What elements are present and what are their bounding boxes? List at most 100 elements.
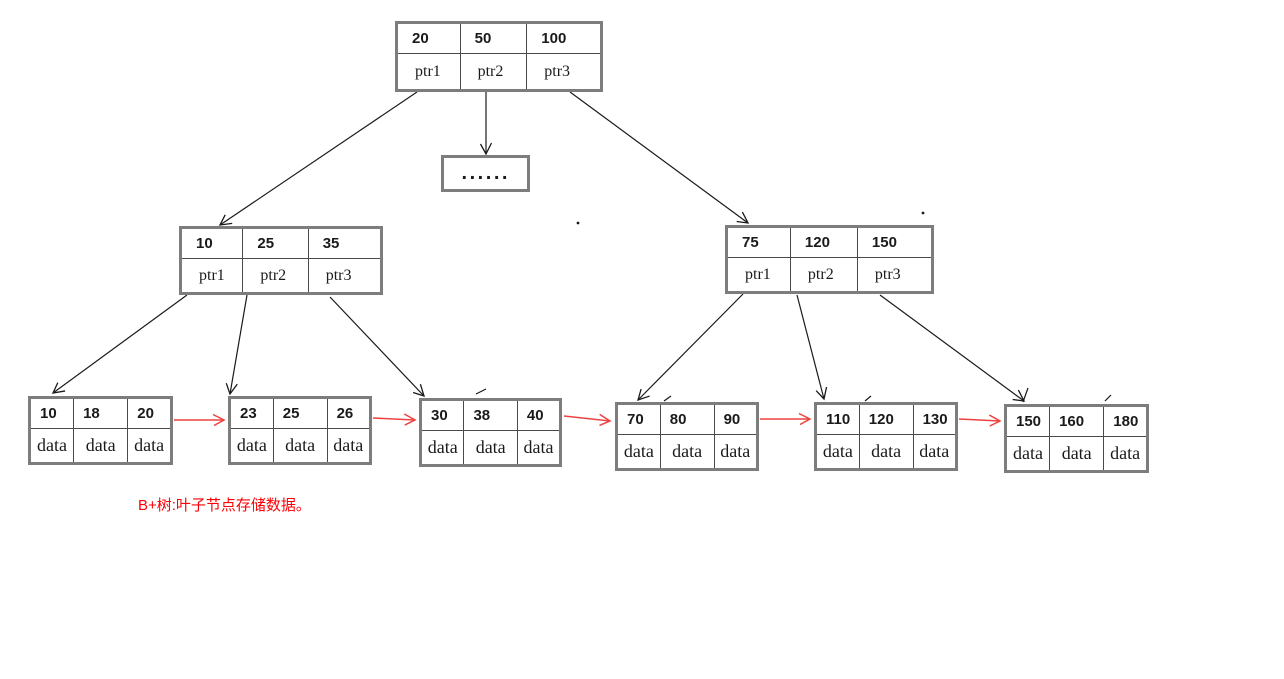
leaf-node-4: 70 80 90 data data data [615, 402, 759, 471]
key-row: 110 120 130 [817, 405, 955, 435]
key-cell: 26 [336, 405, 354, 422]
key-row: 10 18 20 [31, 399, 170, 429]
key-cell: 160 [1050, 407, 1105, 436]
key-cell: 150 [871, 234, 897, 251]
pointer-cell: ptr1 [398, 54, 461, 89]
pointer-cell: ptr1 [728, 258, 791, 291]
data-cell: data [860, 435, 914, 468]
stray-tick [1022, 387, 1029, 403]
key-cell: 20 [137, 405, 154, 422]
stray-tick [663, 395, 672, 402]
key-cell: 10 [31, 399, 75, 428]
data-cell: data [1110, 443, 1141, 463]
key-cell: 70 [618, 405, 661, 434]
data-row: data data data [422, 431, 559, 464]
data-cell: data [422, 431, 465, 464]
data-cell: data [817, 435, 860, 468]
key-cell: 100 [541, 30, 567, 47]
data-cell: data [1007, 437, 1051, 470]
pointer-cell: ptr3 [544, 62, 571, 80]
data-cell: data [31, 429, 75, 462]
key-cell: 10 [182, 229, 244, 258]
root-pointer-row: ptr1 ptr2 ptr3 [398, 54, 600, 89]
stray-tick [864, 395, 872, 402]
chain-leaf2-leaf3 [372, 413, 417, 426]
data-row: data data data [618, 435, 756, 468]
data-row: data data data [1007, 437, 1146, 470]
data-row: data data data [31, 429, 170, 462]
key-cell: 150 [1007, 407, 1051, 436]
key-cell: 30 [422, 401, 465, 430]
root-key-row: 20 50 100 [398, 24, 600, 54]
stray-tick [1104, 394, 1112, 402]
edge-right-to-leaf4 [637, 293, 744, 402]
key-cell: 130 [922, 411, 948, 428]
data-cell: data [274, 429, 328, 462]
leaf-node-3: 30 38 40 data data data [419, 398, 562, 467]
pointer-cell: ptr2 [791, 258, 858, 291]
key-row: 150 160 180 [1007, 407, 1146, 437]
key-cell: 23 [231, 399, 274, 428]
key-row: 70 80 90 [618, 405, 756, 435]
leaf-node-1: 10 18 20 data data data [28, 396, 173, 465]
key-cell: 50 [461, 24, 528, 53]
key-cell: 25 [243, 229, 309, 258]
leaf-node-5: 110 120 130 data data data [814, 402, 958, 471]
pointer-cell: ptr1 [182, 259, 244, 292]
stray-dot [576, 221, 580, 225]
chain-leaf5-leaf6 [958, 414, 1002, 427]
key-cell: 75 [728, 228, 791, 257]
pointer-cell: ptr3 [325, 266, 352, 284]
key-cell: 40 [526, 407, 544, 424]
data-cell: data [618, 435, 661, 468]
data-cell: data [231, 429, 274, 462]
key-cell: 110 [817, 405, 860, 434]
data-cell: data [523, 437, 554, 457]
leaf-node-2: 23 25 26 data data data [228, 396, 372, 465]
edge-right-to-leaf6 [879, 294, 1026, 402]
data-cell: data [720, 441, 751, 461]
pointer-cell: ptr2 [461, 54, 528, 89]
key-cell: 180 [1113, 413, 1139, 430]
key-cell: 18 [74, 399, 129, 428]
stray-tick [475, 388, 487, 395]
data-cell: data [333, 435, 364, 455]
key-cell: 120 [860, 405, 914, 434]
key-cell: 80 [661, 405, 715, 434]
data-cell: data [919, 441, 950, 461]
stray-dot [921, 211, 925, 215]
key-cell: 20 [398, 24, 461, 53]
key-cell: 35 [322, 235, 340, 252]
pointer-row: ptr1 ptr2 ptr3 [182, 259, 380, 292]
edge-left-to-leaf2 [225, 294, 248, 396]
data-cell: data [1050, 437, 1105, 470]
pointer-cell: ptr2 [243, 259, 309, 292]
data-row: data data data [231, 429, 369, 462]
key-row: 23 25 26 [231, 399, 369, 429]
leaf-node-6: 150 160 180 data data data [1004, 404, 1149, 473]
key-row: 30 38 40 [422, 401, 559, 431]
pointer-row: ptr1 ptr2 ptr3 [728, 258, 931, 291]
data-cell: data [74, 429, 129, 462]
key-cell: 90 [723, 411, 741, 428]
pointer-cell: ptr3 [874, 265, 901, 283]
chain-leaf3-leaf4 [563, 413, 612, 427]
key-cell: 25 [274, 399, 328, 428]
caption-text: B+树:叶子节点存储数据。 [138, 497, 311, 514]
key-row: 75 120 150 [728, 228, 931, 258]
key-row: 10 25 35 [182, 229, 380, 259]
internal-node-right: 75 120 150 ptr1 ptr2 ptr3 [725, 225, 934, 294]
data-cell: data [661, 435, 715, 468]
edge-root-to-left-internal [218, 91, 418, 226]
edge-root-to-right-internal [569, 91, 750, 224]
edge-left-to-leaf3 [329, 296, 425, 397]
internal-node-left: 10 25 35 ptr1 ptr2 ptr3 [179, 226, 383, 295]
data-cell: data [134, 435, 165, 455]
key-cell: 120 [791, 228, 858, 257]
key-cell: 38 [464, 401, 518, 430]
edge-right-to-leaf5 [796, 294, 828, 401]
ellipsis-node: ...... [441, 155, 530, 192]
edge-left-to-leaf1 [51, 294, 188, 394]
